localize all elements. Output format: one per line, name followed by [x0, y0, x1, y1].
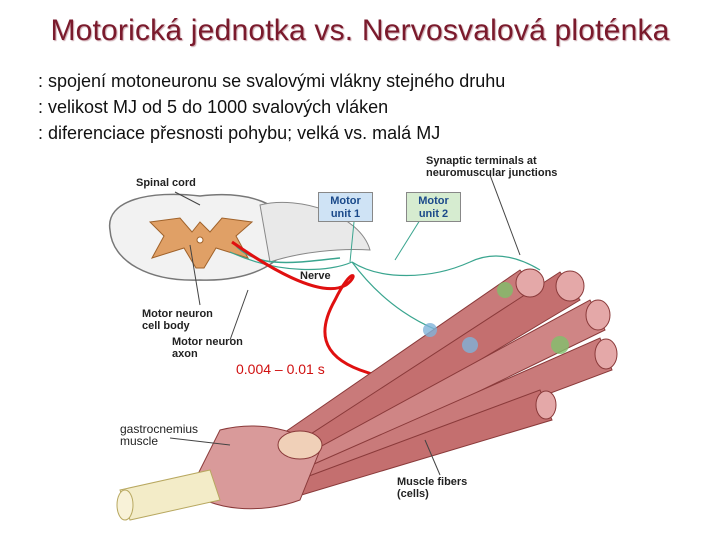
synaptic-line2: neuromuscular junctions — [426, 167, 557, 179]
axon-label: Motor neuron axon — [172, 336, 243, 360]
motor-unit-1-box: Motor unit 1 — [318, 192, 373, 222]
cell-body-line2: cell body — [142, 320, 213, 332]
gastrocnemius-line2: muscle — [120, 435, 198, 447]
timing-label: 0.004 – 0.01 s — [236, 361, 325, 377]
axon-line2: axon — [172, 348, 243, 360]
muscle-fibers-line2: (cells) — [397, 488, 467, 500]
cell-body-line1: Motor neuron — [142, 308, 213, 320]
motor-unit-2-line2: unit 2 — [407, 208, 460, 221]
axon-line1: Motor neuron — [172, 336, 243, 348]
synaptic-line1: Synaptic terminals at — [426, 155, 557, 167]
muscle-fibers-label: Muscle fibers (cells) — [397, 476, 467, 500]
nerve-label: Nerve — [300, 270, 331, 282]
cell-body-label: Motor neuron cell body — [142, 308, 213, 332]
motor-unit-1-line1: Motor — [319, 195, 372, 208]
motor-unit-2-box: Motor unit 2 — [406, 192, 461, 222]
synaptic-terminals-label: Synaptic terminals at neuromuscular junc… — [426, 155, 557, 179]
motor-unit-2-line1: Motor — [407, 195, 460, 208]
muscle-fibers-line1: Muscle fibers — [397, 476, 467, 488]
gastrocnemius-label: gastrocnemius muscle — [120, 423, 198, 447]
spinal-cord-label: Spinal cord — [136, 177, 196, 189]
motor-unit-1-line2: unit 1 — [319, 208, 372, 221]
